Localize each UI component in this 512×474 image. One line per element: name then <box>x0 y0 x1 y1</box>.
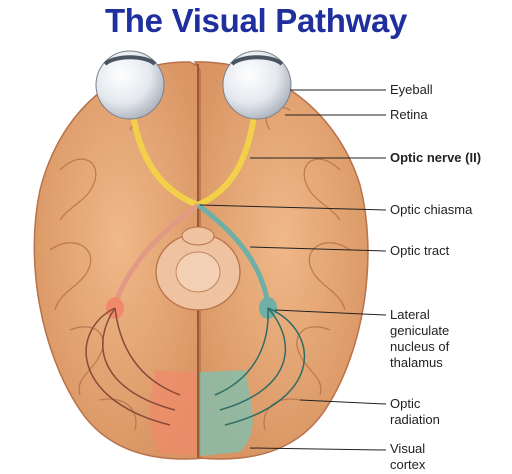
lgn-label: Lateral geniculate nucleus of thalamus <box>390 307 449 371</box>
optic-tract-label: Optic tract <box>390 243 449 259</box>
lgn-label-line-4: thalamus <box>390 355 449 371</box>
left-eyeball <box>96 51 164 119</box>
retina-label: Retina <box>390 107 428 123</box>
right-eyeball <box>223 51 291 119</box>
visual-cortex-label: Visual cortex <box>390 441 425 473</box>
optic-radiation-label-line-2: radiation <box>390 412 440 428</box>
optic-radiation-label: Optic radiation <box>390 396 440 428</box>
lgn-label-line-3: nucleus of <box>390 339 449 355</box>
optic-chiasma-label: Optic chiasma <box>390 202 472 218</box>
lgn-label-line-2: geniculate <box>390 323 449 339</box>
visual-cortex-label-line-1: Visual <box>390 441 425 457</box>
optic-nerve-label: Optic nerve (II) <box>390 150 481 166</box>
right-visual-cortex <box>200 370 253 456</box>
optic-radiation-label-line-1: Optic <box>390 396 440 412</box>
lgn-label-line-1: Lateral <box>390 307 449 323</box>
eyeball-label: Eyeball <box>390 82 433 98</box>
visual-cortex-label-line-2: cortex <box>390 457 425 473</box>
